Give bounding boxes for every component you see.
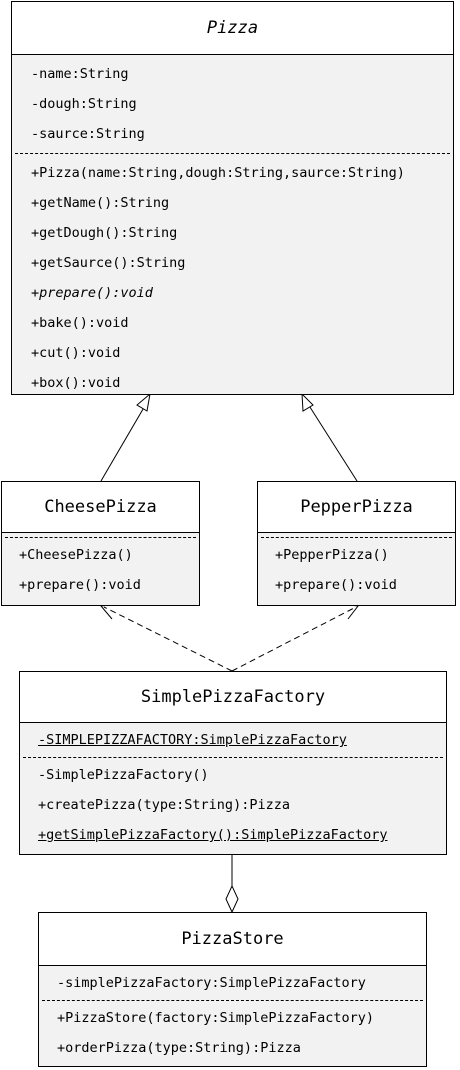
section-divider (261, 537, 452, 538)
attribute: -name:String (31, 66, 129, 82)
methods-section: +PepperPizza() +prepare():void (258, 538, 455, 604)
attributes-section: -SIMPLEPIZZAFACTORY:SimplePizzaFactory (20, 723, 446, 757)
dependency-arrowhead-cheese (100, 603, 119, 620)
class-name: SimplePizzaFactory (20, 672, 446, 723)
methods-section: +CheesePizza() +prepare():void (2, 538, 199, 604)
class-simple-pizza-factory: SimplePizzaFactory -SIMPLEPIZZAFACTORY:S… (19, 671, 447, 855)
generalization-arrowhead-cheese (136, 392, 151, 412)
class-name: Pizza (12, 2, 453, 55)
method: +getDough():String (31, 225, 178, 241)
dependency-arrowhead-pepper (341, 603, 359, 620)
attribute: -saurce:String (31, 126, 145, 142)
method: +box():void (31, 375, 121, 391)
dependency-factory-to-cheese (103, 606, 233, 672)
method: +prepare():void (275, 577, 397, 593)
section-divider (23, 757, 443, 758)
method: -SimplePizzaFactory() (38, 767, 209, 783)
class-pizza: Pizza -name:String -dough:String -saurce… (11, 1, 454, 395)
methods-section: +PizzaStore(factory:SimplePizzaFactory) … (39, 1001, 426, 1067)
attribute: -dough:String (31, 96, 137, 112)
attributes-section: -simplePizzaFactory:SimplePizzaFactory (39, 966, 426, 1000)
method: +getName():String (31, 195, 170, 211)
method: +PizzaStore(factory:SimplePizzaFactory) (57, 1010, 374, 1026)
generalization-pepper-to-pizza (307, 403, 358, 482)
method: +cut():void (31, 345, 121, 361)
static-method: +getSimplePizzaFactory():SimplePizzaFact… (38, 827, 388, 843)
class-cheese-pizza: CheesePizza +CheesePizza() +prepare():vo… (1, 481, 200, 606)
abstract-method: +prepare():void (31, 285, 153, 301)
dependency-factory-to-pepper (231, 606, 357, 672)
static-attribute: -SIMPLEPIZZAFACTORY:SimplePizzaFactory (38, 732, 347, 748)
attribute: -simplePizzaFactory:SimplePizzaFactory (57, 975, 366, 991)
methods-section: +Pizza(name:String,dough:String,saurce:S… (12, 154, 453, 402)
method: +orderPizza(type:String):Pizza (57, 1040, 301, 1056)
aggregation-diamond (225, 884, 239, 914)
class-name: PepperPizza (258, 482, 455, 533)
method: +Pizza(name:String,dough:String,saurce:S… (31, 165, 405, 181)
generalization-arrowhead-pepper (301, 392, 314, 412)
class-pizza-store: PizzaStore -simplePizzaFactory:SimplePiz… (38, 912, 427, 1067)
method: +prepare():void (19, 577, 141, 593)
method: +createPizza(type:String):Pizza (38, 797, 290, 813)
section-divider (42, 1000, 423, 1001)
method: +PepperPizza() (275, 547, 389, 563)
section-divider (5, 537, 196, 538)
methods-section: -SimplePizzaFactory() +createPizza(type:… (20, 758, 446, 854)
section-divider (15, 153, 450, 154)
attributes-section: -name:String -dough:String -saurce:Strin… (12, 55, 453, 153)
method: +getSaurce():String (31, 255, 186, 271)
generalization-cheese-to-pizza (100, 403, 147, 482)
method: +CheesePizza() (19, 547, 133, 563)
class-name: CheesePizza (2, 482, 199, 533)
class-name: PizzaStore (39, 913, 426, 966)
method: +bake():void (31, 315, 129, 331)
class-pepper-pizza: PepperPizza +PepperPizza() +prepare():vo… (257, 481, 456, 606)
